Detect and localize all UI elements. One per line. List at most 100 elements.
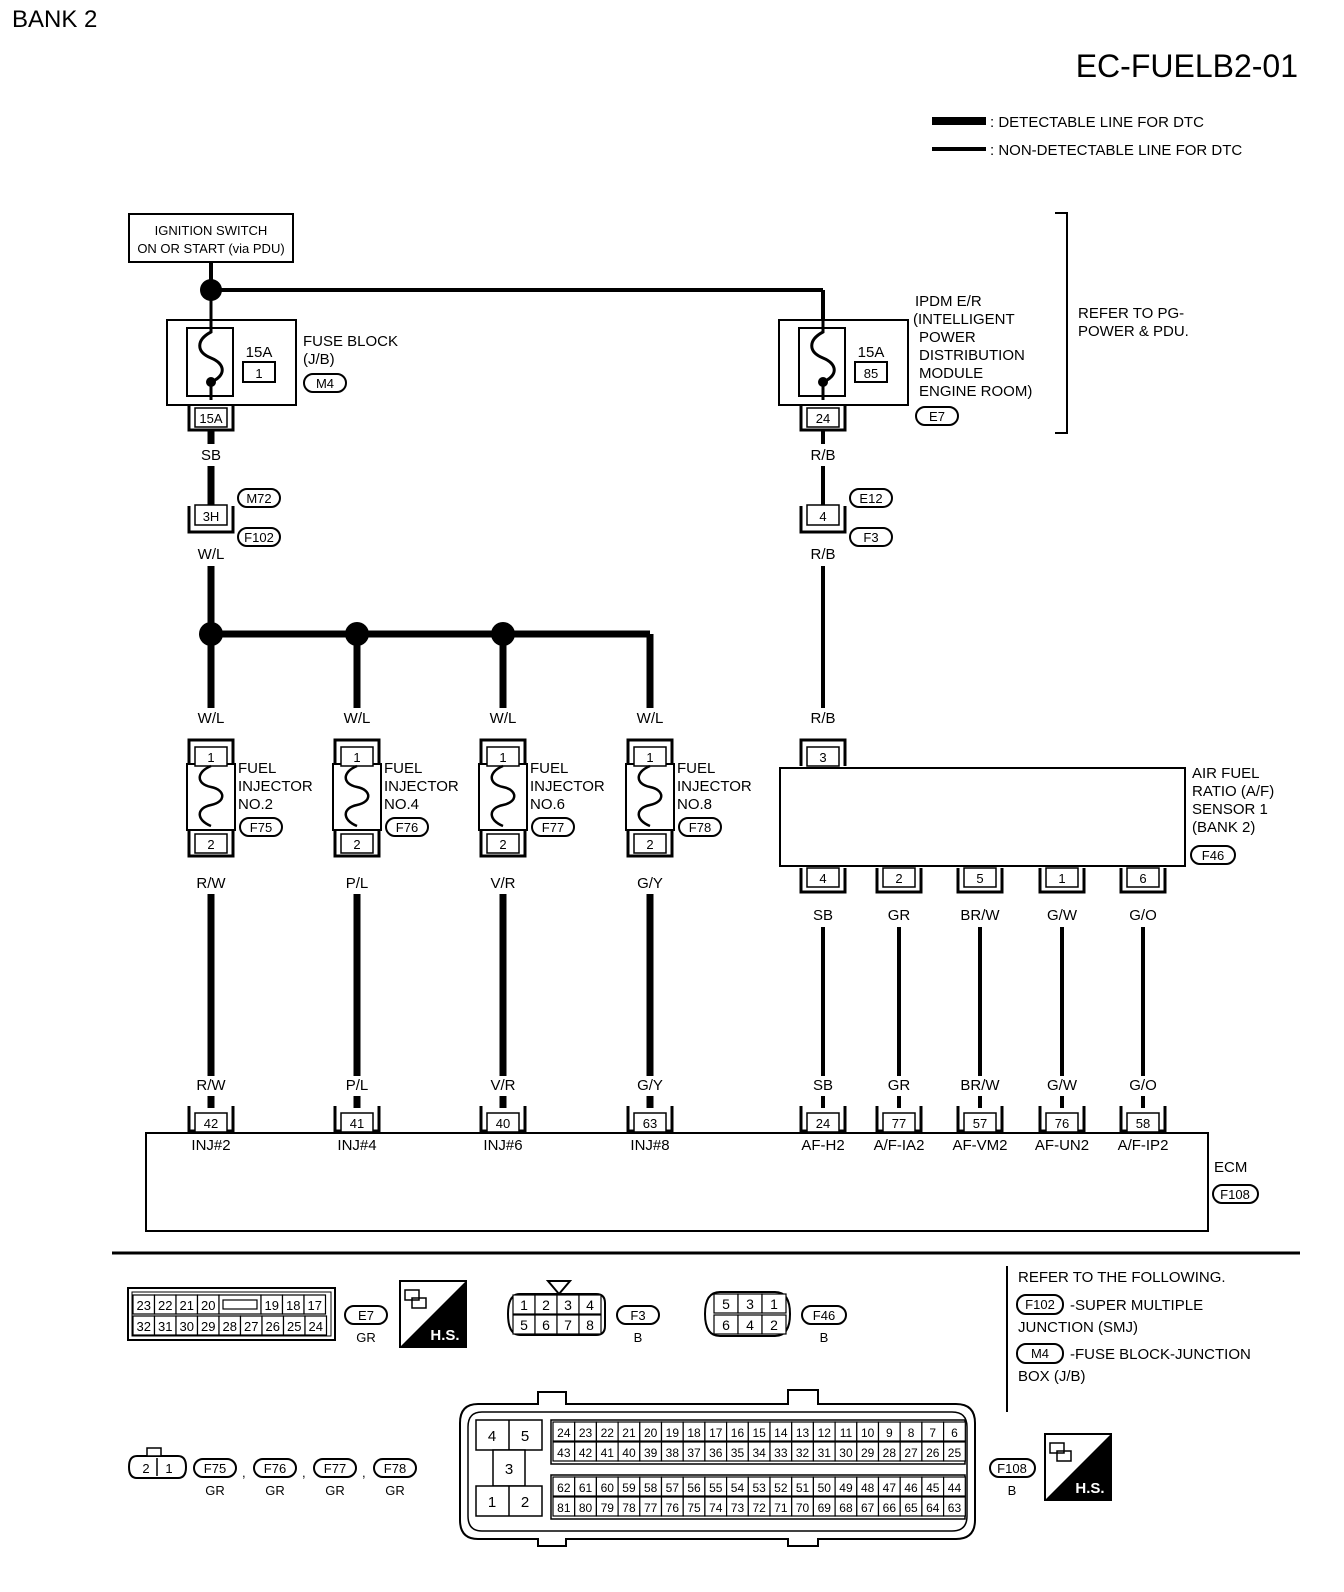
pin-cell [578, 1294, 602, 1315]
ipdm-connector-tag: E7 [929, 409, 945, 424]
pin-number: 30 [839, 1446, 853, 1460]
connector-face-tag: F46 [813, 1308, 835, 1323]
pin-number: 71 [774, 1501, 788, 1515]
pin-number: 25 [948, 1446, 962, 1460]
pin-number: 17 [709, 1426, 723, 1440]
af-pin-number: 2 [895, 871, 902, 886]
ecm-pin: 42 [204, 1116, 218, 1131]
connector-pin: 4 [819, 509, 826, 524]
blank-pin-slot [222, 1299, 258, 1310]
ecm-pin-label: AF-VM2 [952, 1137, 1007, 1154]
injector-face-tag: F76 [264, 1461, 286, 1476]
af-sensor-name-3: SENSOR 1 [1192, 801, 1268, 818]
af-pin-number: 5 [976, 871, 983, 886]
af-wire-color-ecm: G/W [1047, 1077, 1078, 1094]
splice-dot [491, 622, 515, 646]
connector-pin: 3H [203, 509, 220, 524]
f108-big-pin: 5 [521, 1428, 529, 1445]
injector-wire-in: W/L [490, 710, 517, 727]
pin-number: 19 [666, 1426, 680, 1440]
pin-number: 22 [601, 1426, 615, 1440]
pin-number: 45 [926, 1481, 940, 1495]
injector-pin-1: 1 [499, 750, 506, 765]
pin-number: 60 [601, 1481, 615, 1495]
ecm-pin: 40 [496, 1116, 510, 1131]
wire-color-rb-3: R/B [810, 710, 835, 727]
pin-number: 8 [908, 1426, 915, 1440]
pin-number: 27 [244, 1319, 258, 1334]
injector-face-pin: 2 [142, 1461, 149, 1476]
pin-number: 75 [687, 1501, 701, 1515]
pin-number: 38 [666, 1446, 680, 1460]
ecm-pin-label: INJ#8 [630, 1137, 669, 1154]
injector-face-color: GR [385, 1483, 405, 1498]
pin-number: 41 [601, 1446, 615, 1460]
connector-face-color: B [820, 1330, 829, 1345]
pin-number: 24 [557, 1426, 571, 1440]
ecm-pin-label: AF-H2 [801, 1137, 844, 1154]
refer-smj-line1: -SUPER MULTIPLE [1070, 1297, 1203, 1314]
pin-number: 58 [644, 1481, 658, 1495]
ecm-pin: 41 [350, 1116, 364, 1131]
af-pin-number: 4 [819, 871, 826, 886]
connector-face-tag: F108 [997, 1461, 1027, 1476]
af-wire-color-ecm: SB [813, 1077, 833, 1094]
pin-number: 61 [579, 1481, 593, 1495]
pin-number: 25 [287, 1319, 301, 1334]
ecm-pin: 57 [973, 1116, 987, 1131]
pin-number: 27 [904, 1446, 918, 1460]
injector-pin-2: 2 [499, 837, 506, 852]
f108-big-pin: 4 [488, 1428, 496, 1445]
pin-number: 56 [687, 1481, 701, 1495]
refer-smj-line2: JUNCTION (SMJ) [1018, 1319, 1138, 1336]
af-wire-color-ecm: GR [888, 1077, 911, 1094]
af-wire-color-ecm: BR/W [960, 1077, 1000, 1094]
af-sensor-name-1: AIR FUEL [1192, 765, 1260, 782]
fuse-block-amp: 15A [246, 344, 273, 361]
injector-name-2: INJECTOR [384, 778, 459, 795]
connector-face-color: B [1008, 1483, 1017, 1498]
injector-wire-out: G/Y [637, 875, 663, 892]
ecm-wire-color: R/W [196, 1077, 226, 1094]
injector-pin-1: 1 [353, 750, 360, 765]
ecm-wire-color: G/Y [637, 1077, 663, 1094]
ecm-pin: 63 [643, 1116, 657, 1131]
pin-number: 53 [752, 1481, 766, 1495]
pin-number: 69 [818, 1501, 832, 1515]
pin-number: 22 [158, 1298, 172, 1313]
pin-number: 3 [564, 1297, 572, 1313]
connector-tag-e12: E12 [859, 491, 882, 506]
pin-number: 52 [774, 1481, 788, 1495]
injector-name-1: FUEL [238, 760, 276, 777]
legend-thin-label: : NON-DETECTABLE LINE FOR DTC [990, 142, 1242, 159]
injector-face-pin: 1 [165, 1461, 172, 1476]
diagram-code: EC-FUELB2-01 [1076, 48, 1298, 84]
pin-cell [942, 1421, 966, 1442]
connector-e12-f3: 4 E12 F3 [799, 488, 893, 547]
pin-number: 30 [180, 1319, 194, 1334]
f108-big-pin: 2 [521, 1494, 529, 1511]
pin-number: 4 [586, 1297, 594, 1313]
pin-number: 46 [904, 1481, 918, 1495]
injector-pin-2: 2 [646, 837, 653, 852]
pin-number: 77 [644, 1501, 658, 1515]
pin-number: 35 [731, 1446, 745, 1460]
af-pin-2: 5 BR/W BR/W 57 AF-VM2 [952, 867, 1008, 1154]
splice-dot [199, 622, 223, 646]
pin-number: 29 [861, 1446, 875, 1460]
pin-cell [942, 1496, 966, 1517]
refer-pg-line1: REFER TO PG- [1078, 305, 1184, 322]
pin-number: 50 [818, 1481, 832, 1495]
pin-number: 26 [266, 1319, 280, 1334]
injector-name-2: INJECTOR [677, 778, 752, 795]
refer-following-title: REFER TO THE FOLLOWING. [1018, 1269, 1226, 1286]
pin-number: 21 [180, 1298, 194, 1313]
pin-number: 18 [687, 1426, 701, 1440]
injector-face-tag: F78 [384, 1461, 406, 1476]
af-pin-number: 6 [1139, 871, 1146, 886]
injector-connector-tag: F75 [250, 820, 272, 835]
ecm-pin: 76 [1055, 1116, 1069, 1131]
